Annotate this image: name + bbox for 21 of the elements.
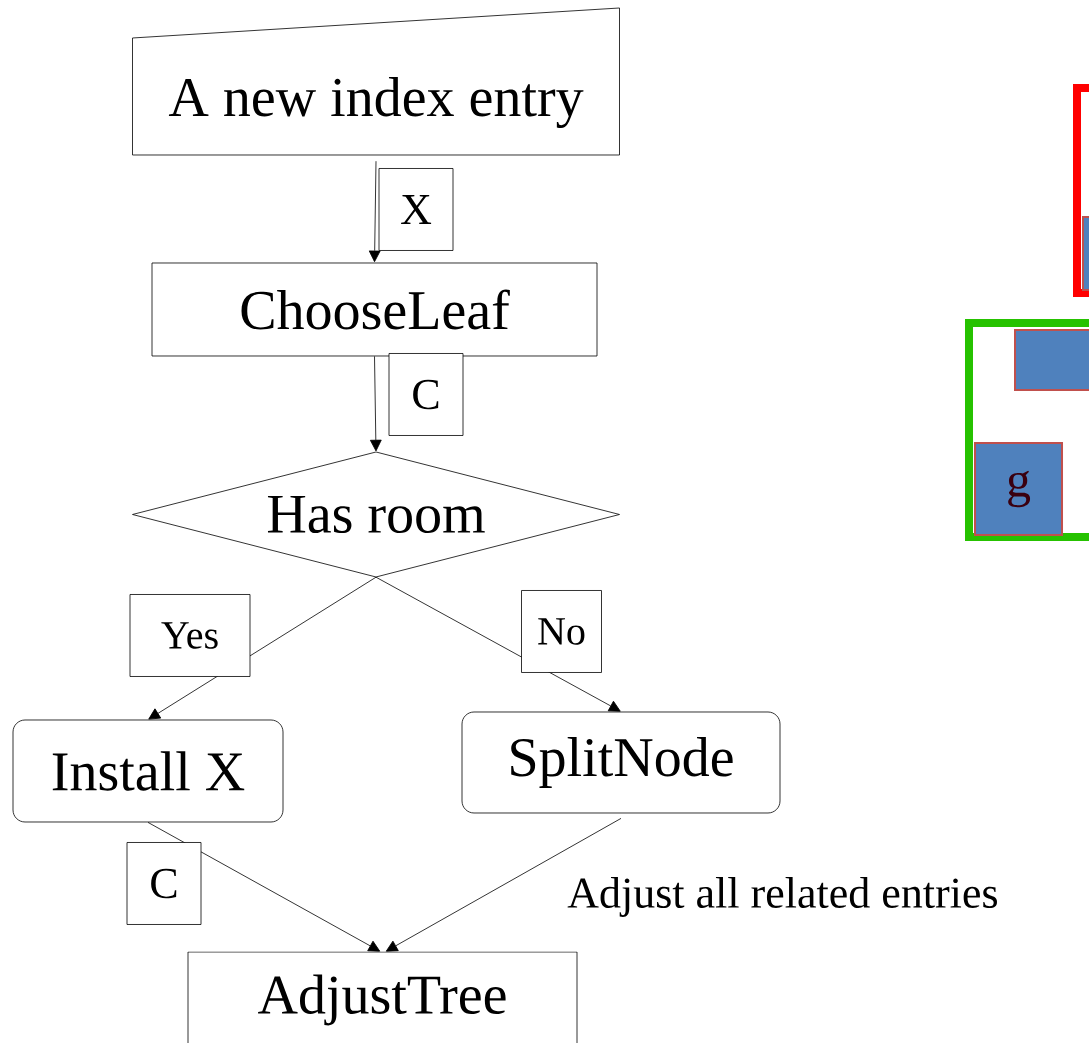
arrow [369, 356, 382, 452]
edge-label: C [388, 353, 464, 436]
filled-box: g [974, 442, 1063, 536]
process-box: AdjustTree [187, 951, 578, 1043]
edge-label: Yes [129, 594, 251, 677]
note-text: Adjust all related entries [567, 877, 997, 917]
frame-box [965, 319, 1089, 541]
arrow [385, 818, 622, 952]
frame-box [1073, 84, 1089, 297]
edge-label: C [126, 842, 202, 925]
arrow [375, 576, 621, 712]
edge-label: X [378, 168, 454, 251]
filled-box [1082, 216, 1089, 291]
arrow [147, 822, 381, 952]
edge-label: No [521, 590, 602, 673]
process-box: ChooseLeaf [151, 262, 598, 357]
arrow [368, 160, 381, 263]
filled-box [1014, 329, 1089, 391]
process-box: Install X [12, 719, 284, 823]
process-box: SplitNode [461, 711, 781, 814]
input-box: A new index entry [132, 7, 620, 156]
